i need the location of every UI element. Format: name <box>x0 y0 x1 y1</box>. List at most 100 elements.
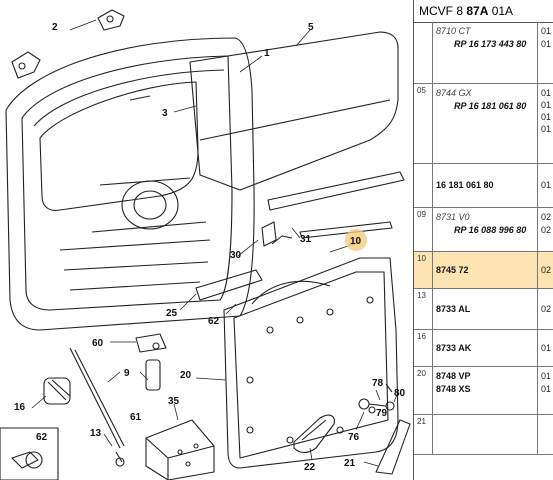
part-number: 8744 GX <box>436 88 472 98</box>
callout-78: 78 <box>372 378 384 389</box>
part-number: 8748 XS <box>436 384 471 394</box>
quantity-value: 01 <box>541 342 552 353</box>
seal-strip <box>195 171 405 301</box>
callout-80: 80 <box>394 388 406 399</box>
part-row[interactable]: 21 <box>414 415 553 455</box>
quantity-value: 01 <box>541 100 552 110</box>
quantity-value: 01 <box>541 88 552 98</box>
catalog-header: MCVF 8 87A 01A <box>414 0 553 23</box>
callout-3: 3 <box>162 108 168 119</box>
callout-79: 79 <box>376 408 388 419</box>
quantity-value: 02 <box>541 264 552 275</box>
part-number: RP 16 088 996 80 <box>454 225 527 235</box>
callout-62: 62 <box>208 316 220 327</box>
part-number: 16 181 061 80 <box>436 180 494 190</box>
interior-handle <box>293 414 335 454</box>
quantity-value: 01 <box>541 112 552 122</box>
quantity-value: 01 <box>541 371 552 381</box>
quantity-cell: 01 01 01 01 <box>537 84 553 163</box>
quantity-value: 01 <box>541 26 552 36</box>
part-number: 8731 V0 <box>436 212 470 222</box>
parts-list-panel: MCVF 8 87A 01A 8710 CT RP 16 173 443 80 01… <box>413 0 553 480</box>
quantity-value: 01 <box>541 384 552 394</box>
trim-panel <box>223 257 399 469</box>
callout-9: 9 <box>124 368 130 379</box>
inset-box <box>0 427 59 480</box>
callout-inset-62: 62 <box>36 432 48 443</box>
callout-2: 2 <box>52 22 58 33</box>
callout-10: 10 <box>350 236 362 247</box>
row-ref-number: 21 <box>417 417 426 426</box>
callout-16: 16 <box>14 402 26 413</box>
glass-panel <box>189 31 399 191</box>
part-number: RP 16 181 061 80 <box>454 101 527 111</box>
row-ref-cell: 10 <box>414 252 433 288</box>
fastener-set <box>358 383 395 411</box>
callout-5: 5 <box>308 22 314 33</box>
part-number: 8748 VP <box>436 371 471 381</box>
quantity-value: 02 <box>541 303 552 314</box>
callout-31: 31 <box>300 234 312 245</box>
callout-30: 30 <box>230 250 242 261</box>
catalog-suffix: 01A <box>488 4 514 18</box>
row-ref-cell: 20 <box>414 367 433 414</box>
quantity-cell: 01 <box>537 330 553 366</box>
part-row-highlighted[interactable]: 10 8745 72 02 <box>414 252 553 289</box>
callout-22: 22 <box>304 462 316 473</box>
callout-60: 60 <box>92 338 104 349</box>
callout-35: 35 <box>168 396 180 407</box>
callout-13: 13 <box>90 428 102 439</box>
row-ref-number: 05 <box>417 86 426 95</box>
tailgate-body <box>5 37 255 331</box>
row-ref-cell: 05 <box>414 84 433 163</box>
part-number: 8733 AK <box>436 342 472 353</box>
exploded-parts-diagram: 1 2 3 5 10 13 16 20 21 22 25 30 31 35 60… <box>0 9 411 480</box>
part-row[interactable]: 13 8733 AL 02 <box>414 289 553 330</box>
quantity-value: 02 <box>541 212 552 222</box>
row-ref-number: 09 <box>417 210 426 219</box>
callout-25: 25 <box>166 308 178 319</box>
row-ref-number: 13 <box>417 291 426 300</box>
row-ref-number: 16 <box>417 332 426 341</box>
gas-strut <box>43 347 125 467</box>
quantity-cell: 02 <box>537 289 553 329</box>
quantity-value: 02 <box>541 225 552 235</box>
lock-link <box>261 221 293 247</box>
quantity-value: 01 <box>541 39 552 49</box>
part-number: 8733 AL <box>436 303 471 314</box>
callout-20: 20 <box>180 370 192 381</box>
callout-21: 21 <box>344 458 356 469</box>
catalog-prefix: MCVF 8 <box>419 4 467 18</box>
row-ref-cell <box>414 164 433 207</box>
row-ref-cell: 21 <box>414 415 433 454</box>
quantity-value: 01 <box>541 124 552 134</box>
part-row[interactable]: 05 8744 GX RP 16 181 061 80 01 01 01 01 <box>414 84 553 164</box>
callout-61: 61 <box>130 412 142 423</box>
quantity-value: 01 <box>541 180 552 190</box>
row-ref-number: 20 <box>417 369 426 378</box>
part-row[interactable]: 16 181 061 80 01 <box>414 164 553 208</box>
highlight-marker <box>345 229 367 251</box>
latch-part <box>135 333 167 391</box>
quantity-cell: 02 <box>537 252 553 288</box>
row-ref-cell <box>414 22 433 83</box>
hinge-part <box>11 9 125 79</box>
catalog-group: 87A <box>466 4 489 18</box>
row-ref-number: 10 <box>417 254 426 263</box>
row-ref-cell: 13 <box>414 289 433 329</box>
row-ref-cell: 09 <box>414 208 433 251</box>
part-number: 8710 CT <box>436 26 471 36</box>
part-number: 8745 72 <box>436 264 469 275</box>
part-number: RP 16 173 443 80 <box>454 39 527 49</box>
trim-cover <box>375 419 411 475</box>
quantity-cell <box>537 415 553 454</box>
part-row[interactable]: 16 8733 AK 01 <box>414 330 553 367</box>
hinge-block <box>145 419 215 480</box>
row-ref-cell: 16 <box>414 330 433 366</box>
